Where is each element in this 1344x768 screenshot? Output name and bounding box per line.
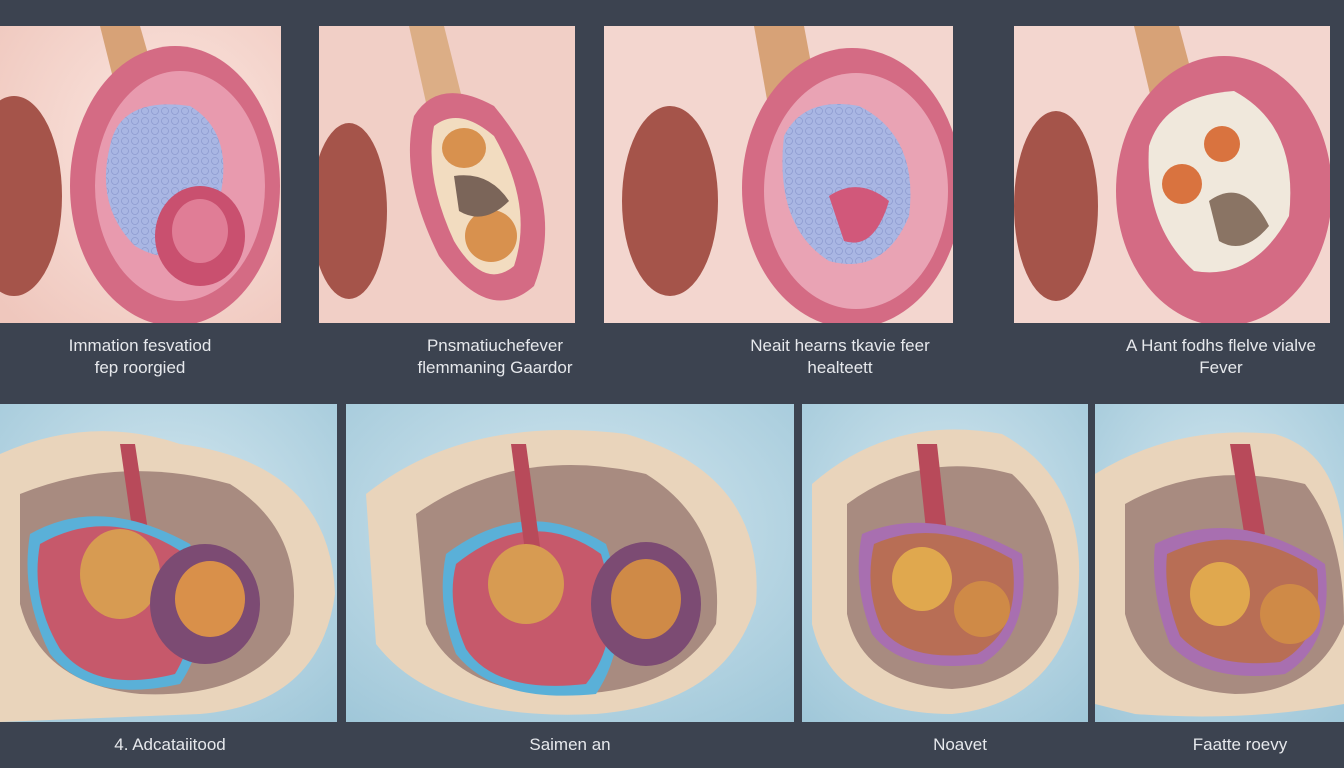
caption-top-1-line1: Immation fesvatiod bbox=[68, 336, 212, 355]
illustration-panel-8 bbox=[1095, 404, 1344, 722]
caption-top-1: Immation fesvatiod fep roorgied bbox=[20, 335, 260, 379]
caption-bottom-4: Faatte roevy bbox=[1192, 735, 1288, 754]
caption-bottom-2: Saimen an bbox=[529, 735, 611, 754]
caption-top-3-line2: healteett bbox=[807, 358, 873, 377]
caption-bottom-1: 4. Adcataiitood bbox=[114, 735, 226, 754]
caption-top-4-line2: Fever bbox=[1199, 358, 1243, 377]
caption-top-3: Neait hearns tkavie feer healteett bbox=[715, 335, 965, 379]
caption-top-3-line1: Neait hearns tkavie feer bbox=[750, 336, 930, 355]
caption-top-2: Pnsmatiuchefever flemmaning Gaardor bbox=[370, 335, 620, 379]
illustration-panel-1 bbox=[0, 26, 281, 323]
illustration-panel-4 bbox=[1014, 26, 1330, 323]
illustration-panel-2 bbox=[319, 26, 575, 323]
caption-top-1-line2: fep roorgied bbox=[94, 358, 186, 377]
illustration-panel-5 bbox=[0, 404, 337, 722]
caption-top-2-line2: flemmaning Gaardor bbox=[417, 358, 573, 377]
caption-bottom-3: Noavet bbox=[933, 735, 987, 754]
caption-top-4: A Hant fodhs flelve vialve Fever bbox=[1098, 335, 1344, 379]
illustration-panel-6 bbox=[346, 404, 794, 722]
illustration-panel-3 bbox=[604, 26, 953, 323]
illustration-panel-7 bbox=[802, 404, 1088, 722]
caption-top-4-line1: A Hant fodhs flelve vialve bbox=[1126, 336, 1316, 355]
caption-top-2-line1: Pnsmatiuchefever bbox=[426, 336, 564, 355]
